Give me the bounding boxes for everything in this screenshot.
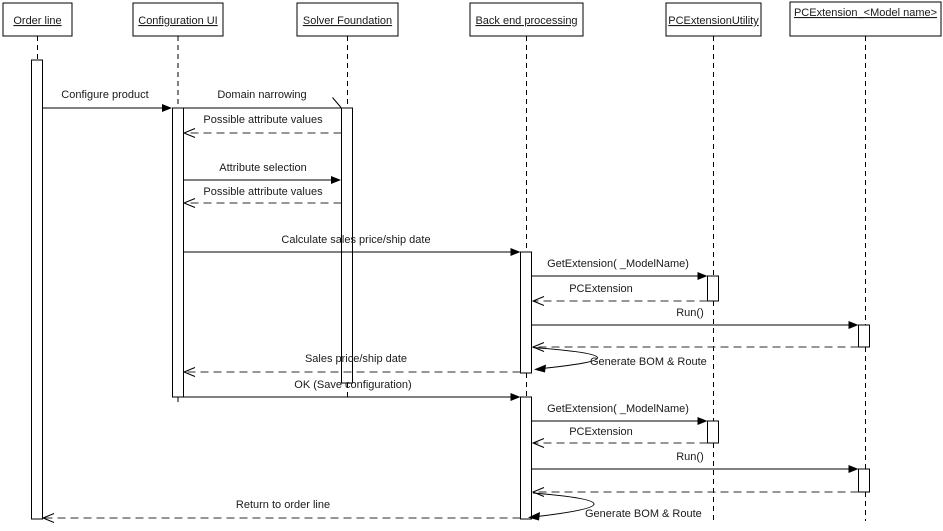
- messages: Configure product Domain narrowing Possi…: [41, 89, 859, 523]
- message-getextension-2: GetExtension( _ModelName): [531, 403, 708, 425]
- open-arrowhead: [531, 342, 545, 352]
- message-label: Generate BOM & Route: [590, 356, 707, 368]
- message-configure-product: Configure product: [42, 89, 172, 112]
- message-pcextension-return-2: PCExtension: [531, 426, 708, 448]
- self-message-loop: [532, 492, 595, 518]
- participant-label: Solver Foundation: [303, 15, 392, 27]
- filled-arrowhead: [534, 364, 546, 373]
- participant-label: Back end processing: [475, 15, 577, 27]
- message-pcextension-run-return-2: [531, 487, 859, 497]
- message-ok-save-configuration: OK (Save configuration): [172, 379, 521, 401]
- open-arrowhead: [182, 198, 196, 208]
- activation-utility-1: [707, 275, 719, 302]
- activation-solver-foundation: [341, 107, 353, 384]
- filled-arrowhead: [697, 272, 708, 280]
- activation-utility-2: [707, 420, 719, 444]
- message-run-1: Run(): [531, 307, 859, 329]
- filled-arrowhead: [697, 417, 708, 425]
- filled-arrowhead: [848, 321, 859, 329]
- participant-box: [2, 2, 73, 37]
- slash-arrowhead: [332, 97, 342, 108]
- open-arrowhead: [531, 487, 545, 497]
- participant-label: PCExtensionUtility: [668, 15, 759, 27]
- participant-label: PCExtension_<Model name>: [794, 7, 937, 19]
- activation-pcextension-1: [858, 324, 870, 348]
- message-attribute-selection: Attribute selection: [183, 162, 341, 184]
- filled-arrowhead: [528, 512, 540, 521]
- message-run-2: Run(): [531, 451, 859, 473]
- message-generate-bom-route-2: Generate BOM & Route: [528, 492, 702, 521]
- message-getextension-1: GetExtension( _ModelName): [531, 258, 708, 280]
- filled-arrowhead: [848, 465, 859, 473]
- activation-bars: [31, 59, 870, 520]
- lifelines: [37, 36, 866, 524]
- message-generate-bom-route-1: Generate BOM & Route: [532, 347, 707, 373]
- message-domain-narrowing: Domain narrowing: [183, 89, 342, 109]
- message-pcextension-return-1: PCExtension: [531, 283, 708, 306]
- message-label: Run(): [676, 307, 704, 319]
- activation-order-line: [31, 59, 43, 520]
- message-label: Generate BOM & Route: [585, 508, 702, 520]
- participant-box: [469, 2, 584, 37]
- message-return-to-order-line: Return to order line: [41, 499, 521, 523]
- participant-pcextension-model: PCExtension_<Model name>: [789, 1, 942, 37]
- open-arrowhead: [531, 438, 545, 448]
- open-arrowhead: [41, 513, 55, 523]
- participant-box: [665, 2, 762, 37]
- message-label: OK (Save configuration): [294, 379, 411, 391]
- participant-back-end-processing: Back end processing: [469, 2, 584, 37]
- message-label: Domain narrowing: [217, 89, 306, 101]
- participant-configuration-ui: Configuration UI: [132, 2, 224, 37]
- open-arrowhead: [182, 128, 196, 138]
- message-label: Sales price/ship date: [305, 353, 407, 365]
- message-label: PCExtension: [569, 426, 633, 438]
- filled-arrowhead: [510, 393, 521, 401]
- message-label: GetExtension( _ModelName): [547, 403, 689, 415]
- participant-box: [789, 1, 942, 37]
- message-label: Return to order line: [236, 499, 330, 511]
- activation-back-end-1: [520, 251, 532, 374]
- filled-arrowhead: [331, 176, 341, 184]
- message-label: PCExtension: [569, 283, 633, 295]
- participant-headers: Order line Configuration UI Solver Found…: [2, 1, 942, 37]
- participant-box: [296, 2, 399, 37]
- message-possible-attribute-values-1: Possible attribute values: [182, 114, 342, 138]
- filled-arrowhead: [510, 248, 521, 256]
- message-label: Calculate sales price/ship date: [281, 234, 430, 246]
- message-label: GetExtension( _ModelName): [547, 258, 689, 270]
- participant-box: [132, 2, 224, 37]
- open-arrowhead: [182, 367, 196, 377]
- activation-back-end-2: [520, 396, 532, 520]
- message-label: Possible attribute values: [203, 186, 323, 198]
- filled-arrowhead: [162, 104, 172, 112]
- message-label: Possible attribute values: [203, 114, 323, 126]
- participant-label: Order line: [13, 15, 61, 27]
- participant-solver-foundation: Solver Foundation: [296, 2, 399, 37]
- self-message-loop: [532, 347, 598, 370]
- message-label: Attribute selection: [219, 162, 306, 174]
- message-possible-attribute-values-2: Possible attribute values: [182, 186, 342, 208]
- activation-pcextension-2: [858, 468, 870, 493]
- message-sales-price-return: Sales price/ship date: [182, 353, 521, 377]
- participant-order-line: Order line: [2, 2, 73, 37]
- message-calculate-sales-price: Calculate sales price/ship date: [183, 234, 521, 256]
- participant-label: Configuration UI: [138, 15, 218, 27]
- message-pcextension-run-return-1: [531, 342, 859, 352]
- activation-configuration-ui: [172, 107, 184, 398]
- message-label: Configure product: [61, 89, 148, 101]
- participant-pcextension-utility: PCExtensionUtility: [665, 2, 762, 37]
- open-arrowhead: [531, 296, 545, 306]
- message-label: Run(): [676, 451, 704, 463]
